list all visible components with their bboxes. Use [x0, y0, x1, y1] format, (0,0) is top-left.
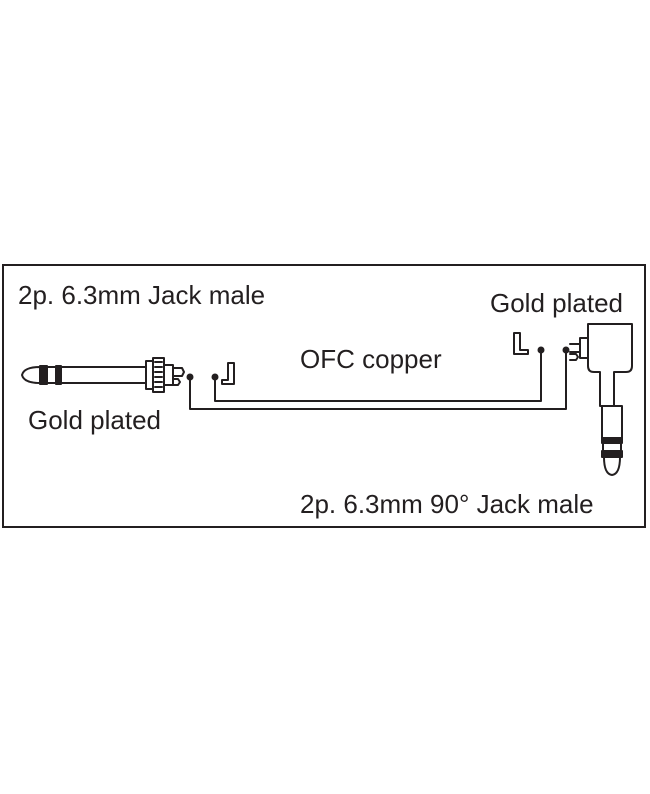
right-angle-jack-plug-icon: [513, 323, 633, 476]
left-connector-title: 2p. 6.3mm Jack male: [18, 280, 266, 310]
left-connector-plating: Gold plated: [28, 405, 161, 435]
straight-jack-plug-icon: [21, 357, 235, 393]
right-connector-plating: Gold plated: [490, 288, 623, 318]
cable-label: OFC copper: [300, 344, 442, 374]
diagram-frame: 2p. 6.3mm Jack male Gold plated OFC copp…: [2, 264, 646, 528]
two-conductor-cable-icon: [189, 350, 567, 410]
wiring-diagram: [21, 323, 633, 476]
right-connector-title: 2p. 6.3mm 90° Jack male: [300, 489, 594, 519]
